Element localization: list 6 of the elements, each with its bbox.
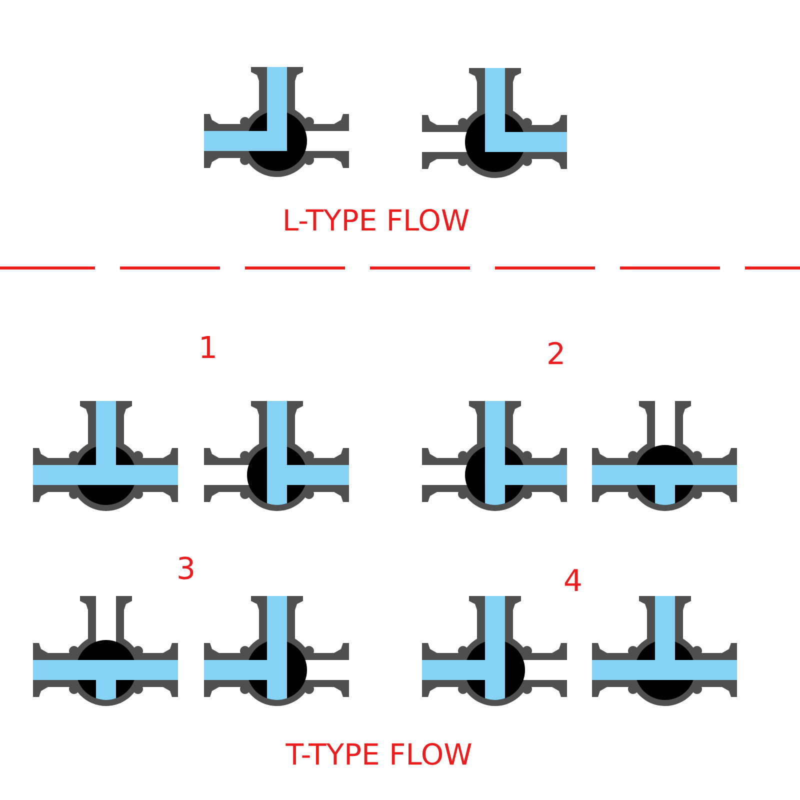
step-number: 3 (178, 556, 194, 580)
step-number: 4 (564, 569, 581, 591)
step-number: 1 (202, 336, 215, 358)
section-heading: T-TYPE FLOW (286, 743, 472, 765)
section-heading: L-TYPE FLOW (285, 209, 469, 231)
step-number: 2 (548, 342, 563, 364)
